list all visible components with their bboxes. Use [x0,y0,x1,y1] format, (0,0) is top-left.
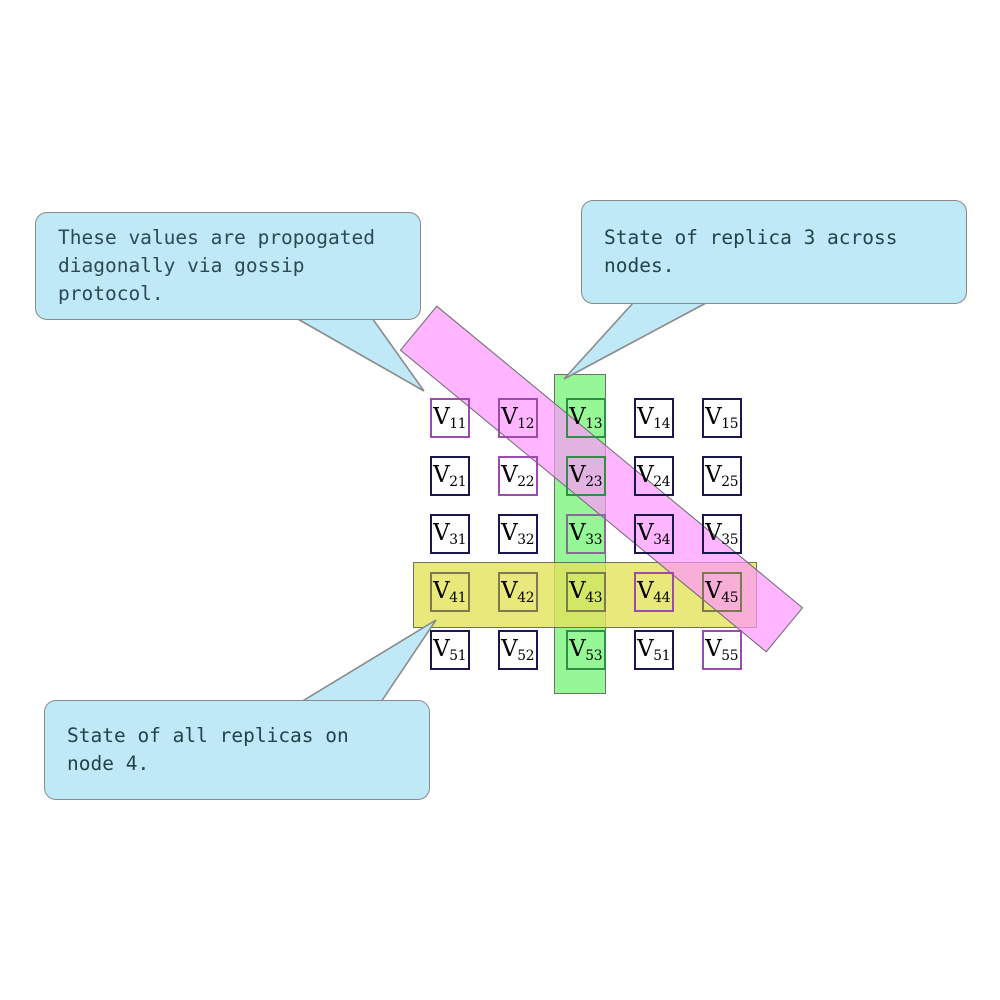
value-cell-V15[interactable]: V15 [702,398,742,438]
callout-replica3[interactable]: State of replica 3 across nodes. [581,200,967,304]
callout-replica3-text: State of replica 3 across nodes. [604,226,898,277]
value-cell-label: V21 [433,461,467,491]
value-cell-label: V23 [569,461,603,491]
value-cell-label: V41 [433,577,467,607]
value-cell-label: V44 [637,577,671,607]
value-cell-V24[interactable]: V24 [634,456,674,496]
value-cell-label: V35 [705,519,739,549]
value-cell-V51[interactable]: V51 [430,630,470,670]
value-cell-label: V52 [501,635,535,665]
value-cell-label: V51 [433,635,467,665]
value-cell-label: V31 [433,519,467,549]
value-cell-V44[interactable]: V44 [634,572,674,612]
value-cell-V32[interactable]: V32 [498,514,538,554]
callout-gossip[interactable]: These values are propogated diagonally v… [35,212,421,320]
value-cell-V45[interactable]: V45 [702,572,742,612]
value-cell-label: V51 [637,635,671,665]
value-cell-V11[interactable]: V11 [430,398,470,438]
callout-gossip-text: These values are propogated diagonally v… [58,226,375,305]
value-cell-label: V43 [569,577,603,607]
value-cell-V35[interactable]: V35 [702,514,742,554]
value-cell-V53[interactable]: V53 [566,630,606,670]
value-cell-V25[interactable]: V25 [702,456,742,496]
callout-node4[interactable]: State of all replicas on node 4. [44,700,430,800]
value-cell-label: V33 [569,519,603,549]
value-cell-V33[interactable]: V33 [566,514,606,554]
value-cell-label: V14 [637,403,671,433]
value-cell-V23[interactable]: V23 [566,456,606,496]
value-cell-label: V53 [569,635,603,665]
value-cell-label: V11 [433,403,467,433]
value-cell-V55[interactable]: V55 [702,630,742,670]
value-cell-label: V22 [501,461,535,491]
value-cell-label: V42 [501,577,535,607]
value-cell-V41[interactable]: V41 [430,572,470,612]
value-cell-V14[interactable]: V14 [634,398,674,438]
value-cell-V34[interactable]: V34 [634,514,674,554]
value-cell-label: V12 [501,403,535,433]
value-cell-label: V25 [705,461,739,491]
value-cell-label: V13 [569,403,603,433]
value-cell-label: V24 [637,461,671,491]
value-cell-label: V15 [705,403,739,433]
value-cell-V12[interactable]: V12 [498,398,538,438]
value-cell-V13[interactable]: V13 [566,398,606,438]
callout-node4-text: State of all replicas on node 4. [67,724,349,775]
value-cell-label: V34 [637,519,671,549]
value-cell-V22[interactable]: V22 [498,456,538,496]
value-cell-V52[interactable]: V52 [498,630,538,670]
value-cell-V51[interactable]: V51 [634,630,674,670]
value-cell-V42[interactable]: V42 [498,572,538,612]
value-cell-V31[interactable]: V31 [430,514,470,554]
value-cell-V21[interactable]: V21 [430,456,470,496]
value-cell-label: V55 [705,635,739,665]
value-cell-label: V32 [501,519,535,549]
value-cell-label: V45 [705,577,739,607]
value-cell-V43[interactable]: V43 [566,572,606,612]
